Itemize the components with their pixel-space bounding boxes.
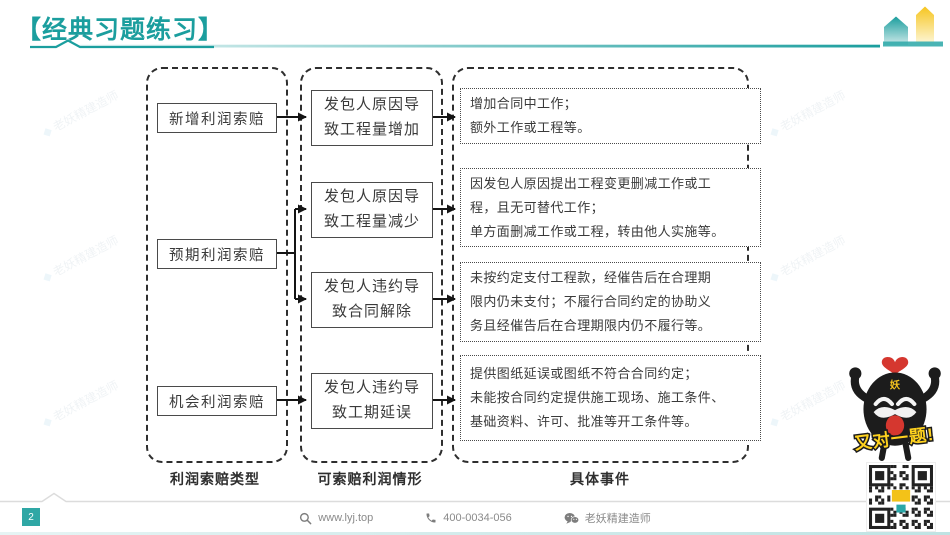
mascot-leg-left <box>878 438 888 461</box>
node-opportunity-profit-claim: 机会利润索赔 <box>157 386 277 416</box>
event-deleted-work: 因发包人原因提出工程变更删减工作或工 程，且无可替代工作； 单方面删减工作或工程… <box>460 168 761 247</box>
mascot-character: 妖 又对一题! <box>849 356 941 461</box>
page-title: 【经典习题练习】 <box>16 16 225 44</box>
column-label-claim-types: 利润索赔类型 <box>170 473 260 488</box>
mascot-eye-right <box>896 396 917 407</box>
footer-wechat: 老妖精建造师 <box>564 510 651 526</box>
node-new-profit-claim: 新增利润索赔 <box>157 103 277 133</box>
watermark-text: ◆老妖精建造师 <box>39 232 121 285</box>
search-icon <box>300 512 312 524</box>
mascot-body <box>863 372 927 446</box>
footer-website-label: www.lyj.top <box>318 512 374 524</box>
group-claim-types <box>146 67 288 463</box>
page-number-badge: 2 <box>22 508 40 526</box>
mascot-leg-right <box>902 438 912 461</box>
footer-phone-label: 400-0034-056 <box>443 512 512 524</box>
footer-wechat-label: 老妖精建造师 <box>584 513 651 525</box>
watermark-text: ◆老妖精建造师 <box>39 377 121 430</box>
group-claim-situations <box>300 67 443 463</box>
event-unpaid-breach: 未按约定支付工程款，经催告后在合理期 限内仍未支付；不履行合同约定的协助义 务且… <box>460 262 761 342</box>
node-expected-profit-claim: 预期利润索赔 <box>157 239 277 269</box>
logo-yellow-house <box>916 6 934 42</box>
node-quantity-increase: 发包人原因导 致工程量增加 <box>311 90 433 146</box>
mascot-arm-right <box>918 372 940 403</box>
qr-code <box>866 462 936 532</box>
watermark-text: ◆老妖精建造师 <box>766 377 848 430</box>
phone-icon <box>426 513 436 523</box>
mascot-caption: 又对一题! <box>853 424 935 454</box>
mascot-mustache <box>873 406 917 418</box>
logo-base-bar <box>883 41 943 47</box>
footer-website: www.lyj.top <box>299 512 373 525</box>
logo-teal-house <box>884 16 908 45</box>
watermark-text: ◆老妖精建造师 <box>766 232 848 285</box>
column-label-specific-events: 具体事件 <box>570 473 630 488</box>
footer-phone: 400-0034-056 <box>425 512 512 524</box>
event-added-work: 增加合同中工作； 额外工作或工程等。 <box>460 88 761 144</box>
mascot-tongue <box>885 415 905 436</box>
watermark-text: ◆老妖精建造师 <box>766 87 848 140</box>
watermark-text: ◆老妖精建造师 <box>39 87 121 140</box>
node-schedule-delay: 发包人违约导 致工期延误 <box>311 373 433 429</box>
node-quantity-decrease: 发包人原因导 致工程量减少 <box>311 182 433 238</box>
column-label-claim-situations: 可索赔利润情形 <box>317 473 423 488</box>
heart-icon <box>881 356 909 375</box>
wechat-icon <box>564 512 579 524</box>
mascot-head-badge: 妖 <box>890 379 901 392</box>
event-drawing-delay: 提供图纸延误或图纸不符合合同约定； 未能按合同约定提供施工现场、施工条件、 基础… <box>460 355 761 441</box>
mascot-eye-left <box>873 396 894 407</box>
footer-divider <box>0 492 950 503</box>
footer-contact-bar: www.lyj.top 400-0034-056 老妖精建造师 <box>0 510 950 526</box>
node-contract-termination: 发包人违约导 致合同解除 <box>311 272 433 328</box>
mascot-arm-left <box>850 372 872 403</box>
bottom-accent-strip <box>0 532 950 535</box>
